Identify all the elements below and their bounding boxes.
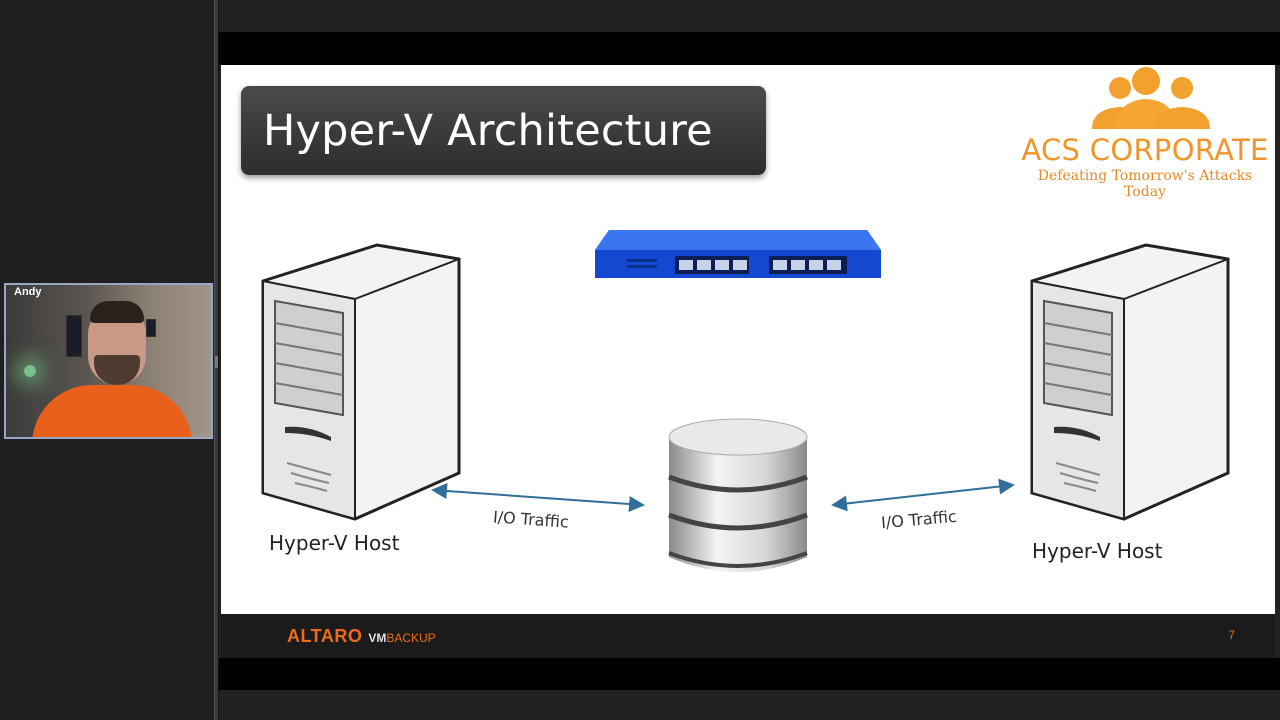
backup-brand: BACKUP — [386, 631, 436, 645]
wall-poster — [66, 315, 82, 357]
network-switch-icon — [595, 230, 881, 278]
right-io-arrow — [831, 478, 1015, 512]
slide-number: 7 — [1228, 628, 1235, 642]
person-hair — [90, 301, 144, 323]
person-shirt — [32, 385, 192, 437]
io-arrows — [431, 478, 1015, 512]
slide-footer: ALTARO VM BACKUP 7 — [221, 614, 1275, 658]
participant-name: Andy — [14, 286, 42, 298]
green-light — [24, 365, 36, 377]
right-server-icon — [1030, 243, 1230, 521]
slide-title-box: Hyper-V Architecture — [241, 86, 766, 175]
acs-logo-name: ACS CORPORATE — [1021, 133, 1269, 167]
participant-video-tile[interactable]: Andy — [4, 283, 213, 439]
panel-splitter[interactable] — [214, 0, 219, 720]
acs-corporate-logo: ACS CORPORATE Defeating Tomorrow's Attac… — [1017, 67, 1273, 200]
video-background — [6, 285, 211, 437]
database-icon — [668, 418, 808, 572]
altaro-brand: ALTARO — [287, 626, 363, 646]
left-host-label: Hyper-V Host — [269, 531, 400, 555]
right-host-label: Hyper-V Host — [1032, 539, 1163, 563]
left-io-arrow — [431, 483, 645, 512]
wall-frame — [146, 319, 156, 337]
acs-logo-tagline: Defeating Tomorrow's Attacks Today — [1037, 168, 1253, 200]
participants-panel: Andy — [0, 0, 214, 720]
splitter-grip[interactable] — [215, 356, 218, 368]
altaro-vmbackup-logo: ALTARO VM BACKUP — [287, 626, 436, 646]
people-group-icon — [1092, 67, 1210, 129]
presentation-slide: Hyper-V Architecture ACS CORPORATE Defea… — [221, 65, 1275, 658]
left-server-icon — [261, 243, 461, 521]
letterbox-top — [219, 32, 1280, 65]
slide-title: Hyper-V Architecture — [263, 106, 713, 156]
vm-brand: VM — [368, 631, 387, 645]
letterbox-bottom — [219, 658, 1280, 690]
